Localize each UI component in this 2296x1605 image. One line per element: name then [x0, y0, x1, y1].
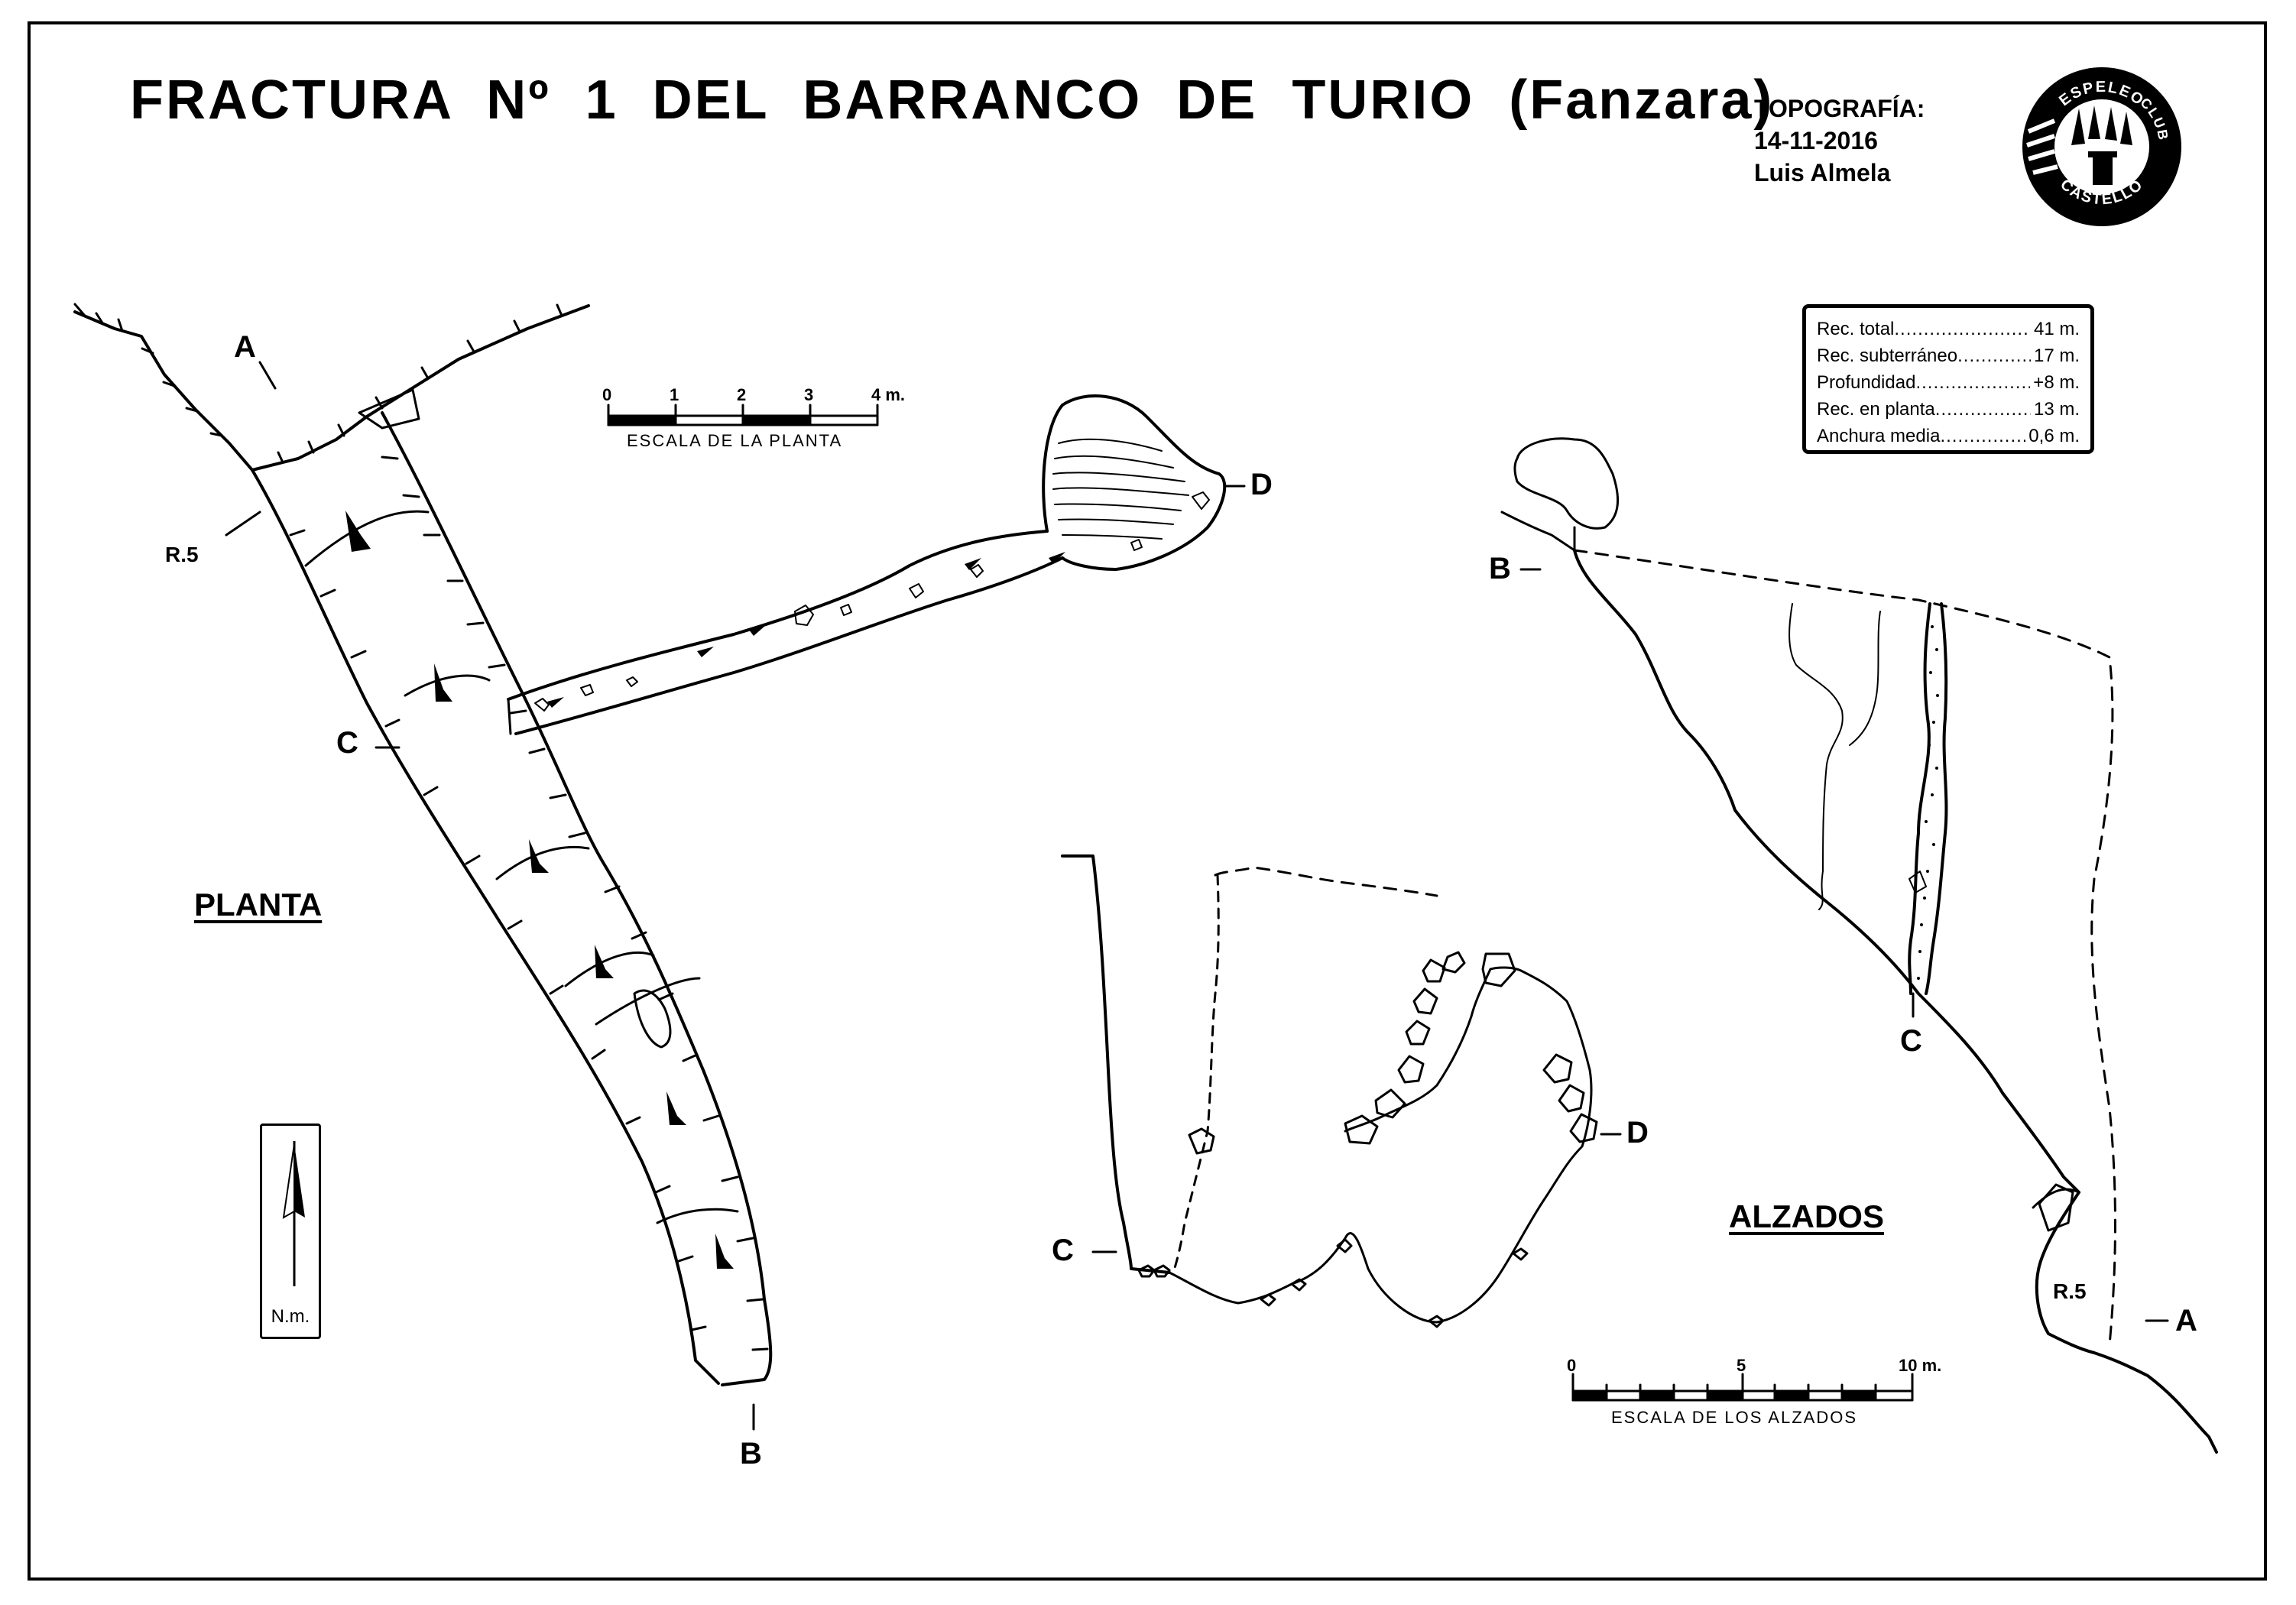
plan-main-passage-right [381, 411, 773, 1386]
elevation-scale-tick-10: 10 m. [1899, 1356, 1942, 1375]
plan-scale-tick-3: 3 [804, 385, 814, 404]
north-label: N.m. [271, 1306, 310, 1327]
stat-value: 17 m. [2033, 345, 2080, 366]
elevation-point-r5: R.5 [2053, 1279, 2087, 1303]
plan-scale-bar [607, 404, 879, 426]
plan-branch-lower [514, 556, 1064, 735]
plan-scale-caption: ESCALA DE LA PLANTA [627, 431, 843, 450]
stat-label: Rec. en planta [1817, 399, 1935, 420]
stat-value: 0,6 m. [2028, 426, 2080, 446]
plan-scale-tick-2: 2 [737, 385, 747, 404]
plan-view [73, 303, 1246, 1431]
plan-surface-right [251, 304, 590, 472]
plan-scale-tick-1: 1 [670, 385, 679, 404]
survey-stats-box: Rec. total 41 m. Rec. subterráneo 17 m. Pr… [1802, 304, 2094, 454]
elevation-c-d [1061, 854, 1622, 1328]
stat-value: +8 m. [2033, 372, 2080, 393]
credits-author: Luis Almela [1754, 159, 1891, 186]
shaft-stipple [1917, 625, 1939, 980]
credits-date: 14-11-2016 [1754, 127, 1878, 154]
plan-chamber-d [1042, 394, 1227, 571]
plan-scale-tick-0: 0 [602, 385, 612, 404]
plan-branch-upper [507, 530, 1049, 701]
stat-row: Rec. en planta 13 m. [1817, 396, 2080, 423]
elevation-point-c-middle: C [1052, 1234, 1074, 1267]
stat-label: Anchura media [1817, 426, 1941, 446]
elevation-point-d: D [1626, 1116, 1649, 1149]
elevation-b-a [1500, 437, 2218, 1454]
plan-scale-tick-4: 4 m. [871, 385, 906, 404]
elevation-scale-caption: ESCALA DE LOS ALZADOS [1611, 1408, 1858, 1427]
stat-row: Rec. subterráneo 17 m. [1817, 342, 2080, 369]
stat-row: Profundidad +8 m. [1817, 369, 2080, 396]
map-frame [28, 21, 2267, 1581]
stat-row: Rec. total 41 m. [1817, 316, 2080, 342]
stat-value: 13 m. [2033, 399, 2080, 420]
elevation-scale-tick-0: 0 [1567, 1356, 1577, 1375]
elevation-point-c-right: C [1900, 1024, 1922, 1058]
north-arrow-icon [282, 1141, 305, 1286]
plan-point-d: D [1250, 468, 1273, 501]
elevation-point-b: B [1489, 552, 1511, 585]
elevation-section-label: ALZADOS [1729, 1198, 1884, 1234]
club-logo: ESPELEO CLUB CASTELLÓ [2022, 67, 2181, 226]
plan-point-b: B [740, 1437, 762, 1470]
stat-value: 41 m. [2033, 319, 2080, 339]
plan-main-passage-left [251, 469, 720, 1385]
north-arrow-box: N.m. [260, 1124, 321, 1339]
stat-label: Rec. subterráneo [1817, 345, 1958, 366]
plan-surface-left [73, 310, 254, 472]
plan-point-a: A [234, 330, 256, 364]
stat-row: Anchura media 0,6 m. [1817, 423, 2080, 449]
map-title: FRACTURA Nº 1 DEL BARRANCO DE TURIO (Fan… [130, 70, 1775, 131]
elevation-scale-tick-5: 5 [1737, 1356, 1746, 1375]
stat-label: Rec. total [1817, 319, 1895, 339]
stat-label: Profundidad [1817, 372, 1916, 393]
plan-point-r5: R.5 [165, 543, 199, 566]
elevation-point-a: A [2175, 1304, 2197, 1338]
plan-point-c: C [336, 726, 358, 760]
elevation-scale-bar [1571, 1373, 1914, 1402]
credits-heading: TOPOGRAFÍA: [1754, 95, 1925, 122]
plan-section-label: PLANTA [194, 887, 323, 922]
